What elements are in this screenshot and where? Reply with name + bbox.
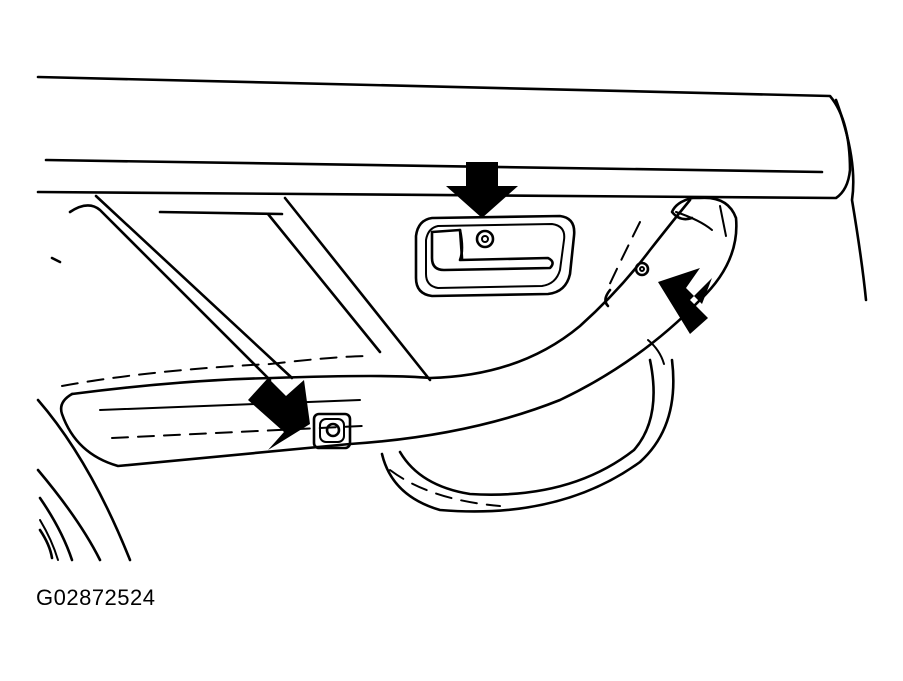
trim-panel-recess <box>50 194 432 382</box>
callout-arrow-up-left <box>658 268 712 334</box>
armrest <box>59 196 738 468</box>
armrest-screw <box>325 422 341 438</box>
armrest-screw-bezel <box>312 412 352 450</box>
callout-arrow-down <box>446 162 518 218</box>
callout-arrow-down-right <box>248 378 310 450</box>
door-pocket <box>380 339 675 513</box>
inner-door-handle <box>414 214 576 298</box>
lower-panel-lines <box>36 398 132 562</box>
armrest-upper-screw <box>634 261 650 277</box>
door-upper-ledge <box>36 75 868 302</box>
figure-code: G02872524 <box>36 585 156 610</box>
inner-handle-screw <box>475 229 495 249</box>
